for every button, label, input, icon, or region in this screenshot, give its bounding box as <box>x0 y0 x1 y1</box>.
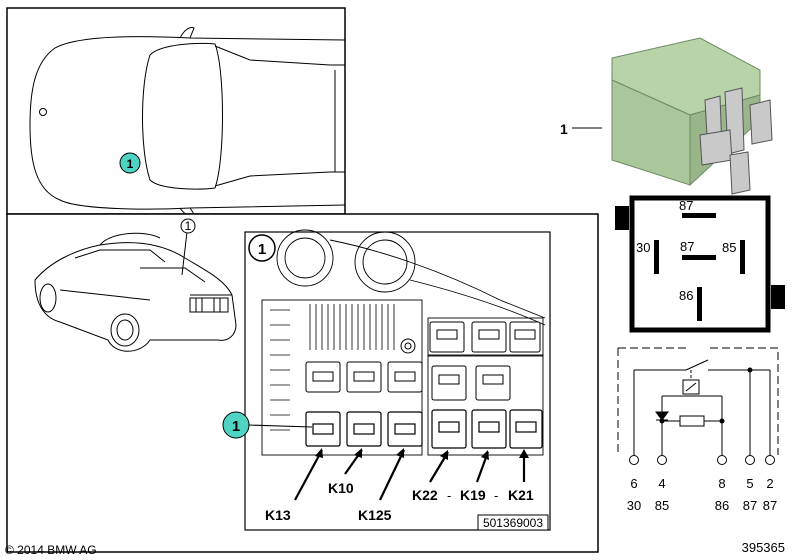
pin-label-87-upper: 87 <box>679 198 693 213</box>
terminal-label: 2 <box>766 476 773 491</box>
relay-schematic <box>617 347 779 455</box>
relay-callout-leader <box>247 424 313 428</box>
pin-label-30: 30 <box>636 240 650 255</box>
terminal-label: 30 <box>627 498 641 513</box>
callout-number: 1 <box>258 241 266 258</box>
slot-label-k125: K125 <box>358 507 392 523</box>
pin-86 <box>697 287 702 321</box>
slot-arrowheads <box>315 448 529 460</box>
slot-label-k21: K21 <box>508 487 534 503</box>
callout-badge <box>248 234 276 262</box>
car-callout-leader <box>181 231 188 276</box>
car-side-callout: 1 <box>180 218 196 234</box>
pin-label-87-center: 87 <box>680 239 694 254</box>
fusebox-image: 501369003 <box>244 229 551 531</box>
slot-label-k19: K19 <box>460 487 486 503</box>
terminal-label: 87 <box>763 498 777 513</box>
slot-label-k13: K13 <box>265 507 291 523</box>
callout-number: 1 <box>185 219 192 233</box>
terminal-label: 5 <box>746 476 753 491</box>
car-top-callout: 1 <box>119 152 141 174</box>
car-perspective-view <box>34 232 237 352</box>
pin-label-86: 86 <box>679 288 693 303</box>
slot-label-k22: K22 <box>412 487 438 503</box>
callout-number: 1 <box>232 418 240 435</box>
pin-30 <box>654 240 659 274</box>
callout-badge <box>222 411 250 439</box>
relay-image <box>611 37 773 195</box>
separator-1: - <box>447 488 451 503</box>
car-top-view-panel <box>6 7 346 215</box>
terminal-labels-top: 6 4 8 5 2 <box>630 476 773 491</box>
pin-label-85: 85 <box>722 240 736 255</box>
slot-labels: K13 K10 K125 K22 - K19 - K21 <box>265 480 534 523</box>
terminal-label: 4 <box>658 476 665 491</box>
terminal-label: 85 <box>655 498 669 513</box>
callout-number: 1 <box>127 157 134 171</box>
fusebox-relay-callout: 1 <box>222 411 250 439</box>
pin-87-upper <box>682 213 716 218</box>
callout-badge <box>119 152 141 174</box>
pin-85 <box>740 240 745 274</box>
fusebox-callout: 1 <box>248 234 276 262</box>
relay-pinout: 87 30 87 85 86 <box>615 195 785 333</box>
pinout-tab-left <box>615 206 629 230</box>
separator-2: - <box>494 488 498 503</box>
slot-label-k10: K10 <box>328 480 354 496</box>
terminal-label: 86 <box>715 498 729 513</box>
terminal-labels-bottom: 30 85 86 87 87 <box>627 498 777 513</box>
pin-87-center <box>682 255 716 260</box>
pinout-tab-right <box>771 285 785 309</box>
relay-callout: 1 <box>560 121 568 137</box>
terminal-label: 8 <box>718 476 725 491</box>
schematic-junctions <box>659 367 753 424</box>
diagram-number: 395365 <box>742 540 785 555</box>
callout-badge <box>180 218 196 234</box>
schematic-terminals <box>629 455 775 465</box>
picture-code: 501369003 <box>483 516 543 530</box>
terminal-label: 87 <box>743 498 757 513</box>
terminal-label: 6 <box>630 476 637 491</box>
copyright: © 2014 BMW AG <box>5 543 97 557</box>
